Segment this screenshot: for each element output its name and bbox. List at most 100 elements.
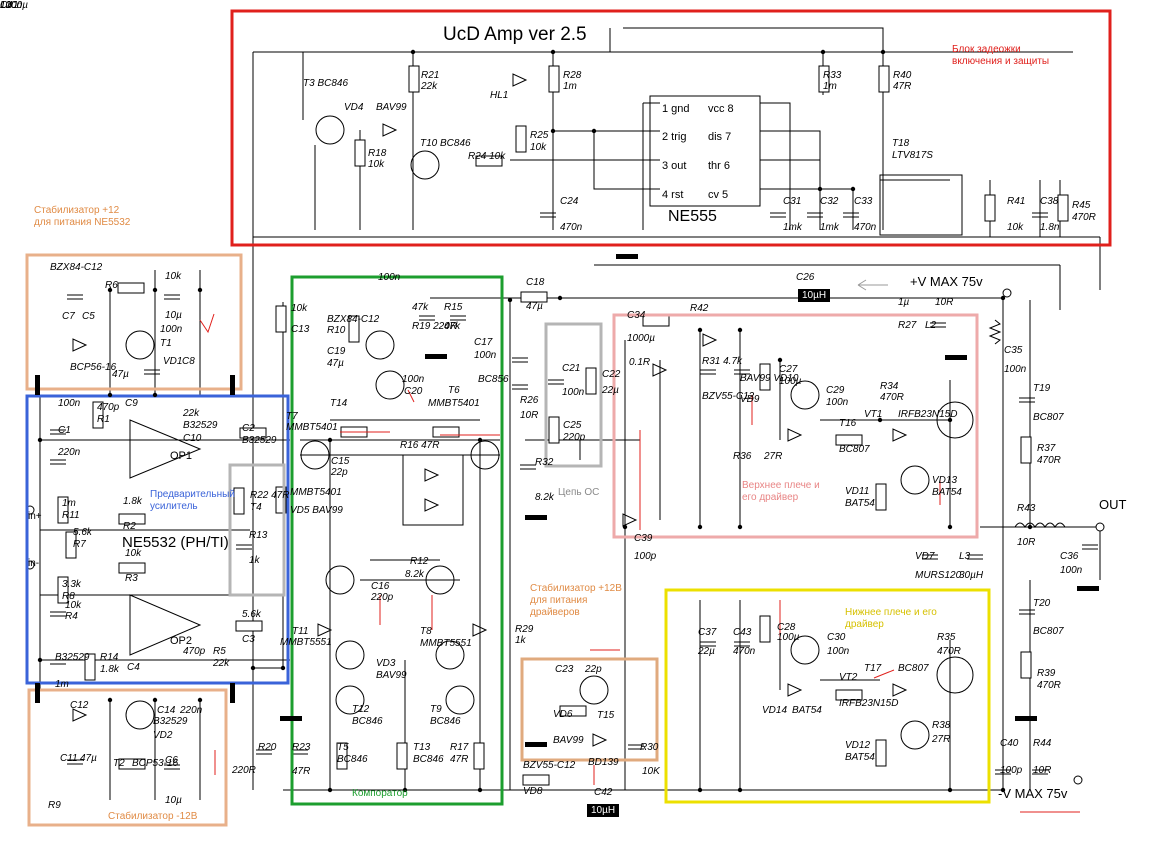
component-label: BAV99 xyxy=(376,670,407,681)
component-label: MMBT5401 xyxy=(428,398,480,409)
junction-dot xyxy=(877,417,883,423)
component-label: 1k xyxy=(515,635,526,646)
diode xyxy=(424,498,440,512)
component-label: VD1 xyxy=(163,356,183,367)
junction-dot xyxy=(197,287,203,293)
component-label: R17 xyxy=(450,742,469,753)
component-label: C33 xyxy=(854,196,873,207)
component-label: C17 xyxy=(474,337,493,348)
component-label: C13 xyxy=(291,324,310,335)
component-label: B32529 xyxy=(55,652,90,663)
component-label: R12 xyxy=(410,556,429,567)
component-label: 470p xyxy=(183,646,206,657)
component-label: R31 4.7k xyxy=(702,356,743,367)
component-label: R4 xyxy=(65,611,78,622)
component-label: R11 xyxy=(62,510,80,521)
component-label: 22k xyxy=(183,408,200,419)
component-label: C26 xyxy=(796,272,815,283)
component-label: 30µH xyxy=(959,570,984,581)
component-label: 22p xyxy=(585,664,602,675)
component-label: 10k xyxy=(530,142,547,153)
component-label: 10K xyxy=(642,766,660,777)
junction-dot xyxy=(697,327,703,333)
component-label: 100µ xyxy=(777,632,800,643)
frame-preamp xyxy=(25,394,290,685)
component-label: BC807 xyxy=(898,663,929,674)
component-label: BZV55-C12 xyxy=(702,391,755,402)
op1-label: OP1 xyxy=(170,450,193,462)
component-label: C27 xyxy=(779,364,798,375)
component-label: VD8 xyxy=(523,786,543,797)
resistor xyxy=(835,689,863,701)
diode xyxy=(652,363,668,377)
junction-dot xyxy=(550,128,556,134)
component-label: 10µ xyxy=(165,795,182,806)
junction-dot xyxy=(947,417,953,423)
component-label: C15 xyxy=(331,456,350,467)
junction-dot xyxy=(737,327,743,333)
diode xyxy=(424,468,440,482)
component-label: R7 xyxy=(73,539,86,550)
ne555-pin-label: 4 rst xyxy=(662,189,684,201)
component-label: R27 xyxy=(898,320,917,331)
component-label: C19 xyxy=(327,346,346,357)
component-label: 470R xyxy=(937,646,961,657)
component-label: VD14 xyxy=(762,705,788,716)
junction-dot xyxy=(507,297,513,303)
component-label: C18 xyxy=(526,277,545,288)
resistor xyxy=(118,758,146,770)
inductor-l2-pad: 10µH xyxy=(798,289,831,302)
junction-dot xyxy=(1000,787,1006,793)
resistor xyxy=(65,531,77,559)
component-label: T2 xyxy=(113,758,125,769)
component-label: 47µ xyxy=(80,753,97,764)
component-label: 220p xyxy=(563,432,586,443)
junction-dot xyxy=(550,49,556,55)
diode xyxy=(72,338,88,352)
current-arrows xyxy=(199,279,1080,813)
resistor xyxy=(239,427,267,439)
component-label: T10 BC846 xyxy=(420,138,471,149)
component-label: T8 xyxy=(420,626,432,637)
component-label: R34 xyxy=(880,381,899,392)
component-label: VD7 xyxy=(915,551,935,562)
component-label: 1m xyxy=(823,81,837,92)
component-label: R45 xyxy=(1072,200,1091,211)
junction-dot xyxy=(777,357,783,363)
junction-dot xyxy=(1000,295,1006,301)
component-label: C25 xyxy=(563,420,582,431)
component-label: C1 xyxy=(58,425,71,436)
component-label: C28 xyxy=(777,622,796,633)
ne555-pin-label: thr 6 xyxy=(708,160,731,172)
component-label: C6 xyxy=(165,755,178,766)
component-label: C5 xyxy=(82,311,95,322)
ground-bars xyxy=(35,254,1099,747)
ne555-pin-label: 3 out xyxy=(662,160,687,172)
component-label: C24 xyxy=(560,196,579,207)
component-label: B32529 xyxy=(183,420,218,431)
component-label: 27R xyxy=(764,451,783,462)
resistor xyxy=(84,653,96,681)
component-label: T16 xyxy=(839,418,857,429)
transistor xyxy=(900,465,930,495)
input-plus-label: in+ xyxy=(28,511,42,522)
transistor xyxy=(425,565,455,595)
component-label: 1k xyxy=(249,555,260,566)
block-frames xyxy=(25,9,1112,827)
junction-dot xyxy=(622,524,628,530)
diode xyxy=(72,708,88,722)
frame-delay-protection xyxy=(230,9,1112,247)
frame-high-side xyxy=(612,313,979,539)
component-label: R40 xyxy=(893,70,912,81)
component-label: 1.8k xyxy=(100,664,119,675)
component-label: 100n xyxy=(58,398,81,409)
component-label: 47R xyxy=(450,754,469,765)
resistor xyxy=(875,483,887,511)
resistor xyxy=(117,282,145,294)
component-label: 47R xyxy=(292,766,311,777)
component-label: T14 xyxy=(330,398,348,409)
component-label: 3.3k xyxy=(62,579,81,590)
resistor xyxy=(642,315,670,327)
